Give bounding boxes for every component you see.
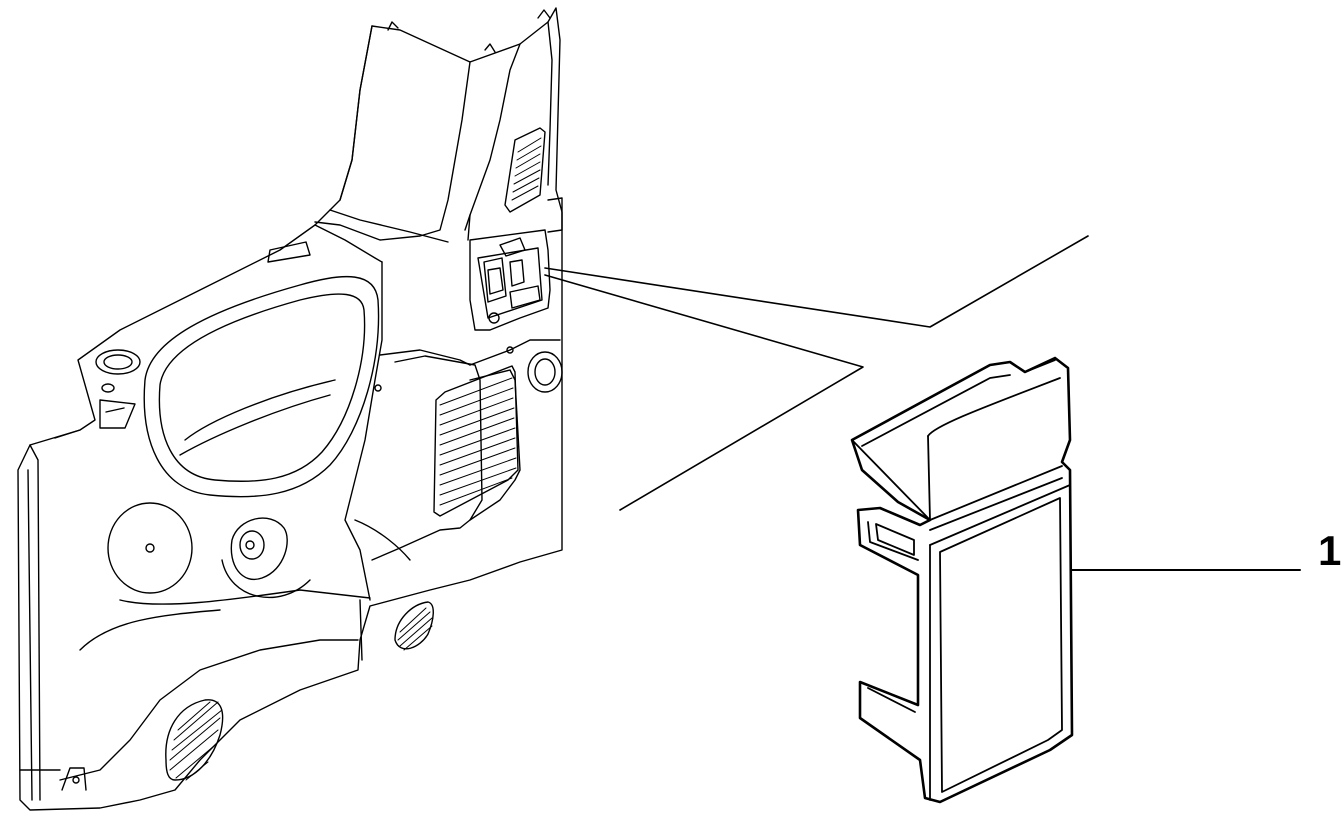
side-trim-panel <box>17 7 563 811</box>
leader-lines <box>544 235 1089 511</box>
cover-cap-part <box>850 356 1074 804</box>
callout-1-label: 1 <box>1318 527 1342 574</box>
